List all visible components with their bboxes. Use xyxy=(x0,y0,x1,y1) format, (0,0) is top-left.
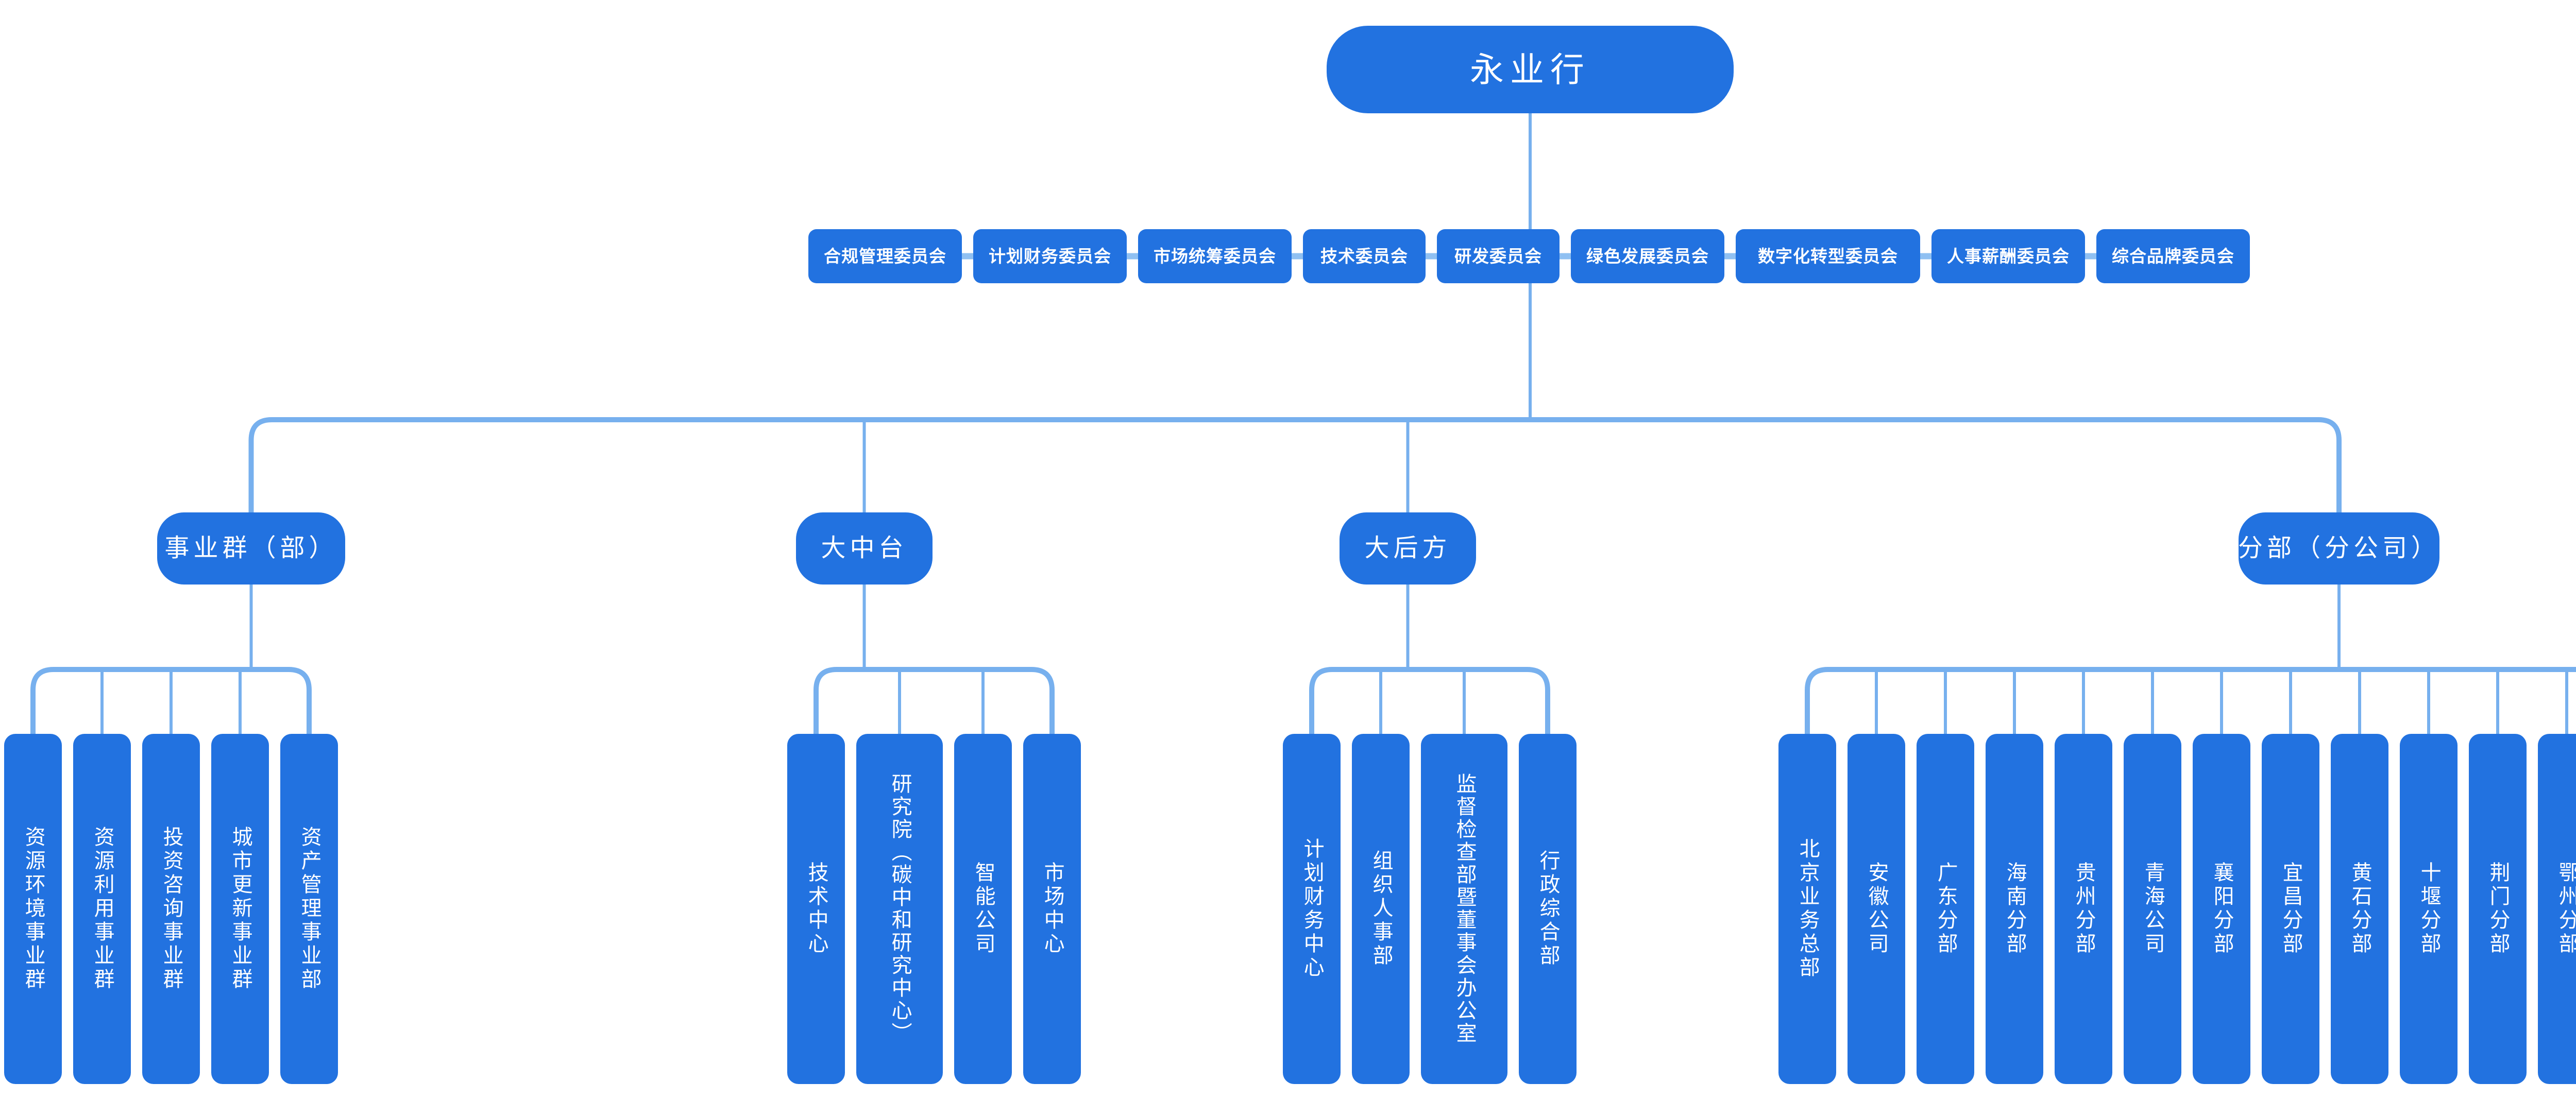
leaf-node-g1-4[interactable]: 城市更新事业群 xyxy=(211,734,269,1084)
group-node-1[interactable]: 事业群（部） xyxy=(157,512,345,585)
leaf-node-g4-7[interactable]: 襄阳分部 xyxy=(2193,734,2250,1084)
leaf-node-g4-3[interactable]: 广东分部 xyxy=(1917,734,1974,1084)
leaf-node-g3-1[interactable]: 计划财务中心 xyxy=(1283,734,1341,1084)
leaf-node-g2-4[interactable]: 市场中心 xyxy=(1023,734,1081,1084)
group-node-4[interactable]: 分部（分公司） xyxy=(2238,512,2439,585)
leaf-node-g1-2[interactable]: 资源利用事业群 xyxy=(73,734,131,1084)
committee-node-2[interactable]: 计划财务委员会 xyxy=(973,229,1127,283)
leaf-node-g3-2[interactable]: 组织人事部 xyxy=(1352,734,1410,1084)
committee-node-1[interactable]: 合规管理委员会 xyxy=(808,229,962,283)
leaf-node-g4-1[interactable]: 北京业务总部 xyxy=(1778,734,1836,1084)
root-node[interactable]: 永业行 xyxy=(1327,26,1734,113)
leaf-node-g2-1[interactable]: 技术中心 xyxy=(787,734,845,1084)
committee-node-6[interactable]: 绿色发展委员会 xyxy=(1571,229,1724,283)
committee-node-3[interactable]: 市场统筹委员会 xyxy=(1138,229,1292,283)
group-node-3[interactable]: 大后方 xyxy=(1340,512,1476,585)
leaf-node-g1-1[interactable]: 资源环境事业群 xyxy=(4,734,62,1084)
leaf-node-g4-10[interactable]: 十堰分部 xyxy=(2400,734,2458,1084)
leaf-node-g1-3[interactable]: 投资咨询事业群 xyxy=(142,734,200,1084)
committee-node-7[interactable]: 数字化转型委员会 xyxy=(1736,229,1920,283)
leaf-node-g4-9[interactable]: 黄石分部 xyxy=(2331,734,2388,1084)
leaf-node-g4-2[interactable]: 安徽公司 xyxy=(1848,734,1905,1084)
leaf-node-g3-3[interactable]: 监督检查部暨董事会办公室 xyxy=(1421,734,1507,1084)
leaf-node-g3-4[interactable]: 行政综合部 xyxy=(1519,734,1577,1084)
leaf-node-g4-11[interactable]: 荆门分部 xyxy=(2469,734,2527,1084)
leaf-node-g4-5[interactable]: 贵州分部 xyxy=(2055,734,2112,1084)
leaf-node-g4-6[interactable]: 青海公司 xyxy=(2124,734,2181,1084)
committee-node-8[interactable]: 人事薪酬委员会 xyxy=(1931,229,2085,283)
leaf-node-g2-2[interactable]: 研究院（碳中和研究中心） xyxy=(856,734,943,1084)
leaf-node-g4-8[interactable]: 宜昌分部 xyxy=(2262,734,2319,1084)
committee-node-4[interactable]: 技术委员会 xyxy=(1303,229,1426,283)
committee-node-5[interactable]: 研发委员会 xyxy=(1437,229,1560,283)
leaf-node-g2-3[interactable]: 智能公司 xyxy=(954,734,1012,1084)
group-node-2[interactable]: 大中台 xyxy=(796,512,933,585)
committee-node-9[interactable]: 综合品牌委员会 xyxy=(2096,229,2250,283)
leaf-node-g4-4[interactable]: 海南分部 xyxy=(1986,734,2043,1084)
leaf-node-g4-12[interactable]: 鄂州分部 xyxy=(2538,734,2576,1084)
leaf-node-g1-5[interactable]: 资产管理事业部 xyxy=(280,734,338,1084)
